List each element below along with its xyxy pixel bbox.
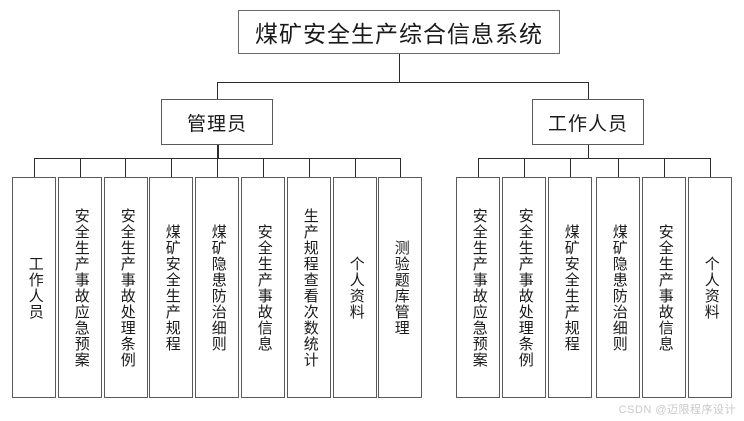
leaf-admin-1-label: 工作人员 xyxy=(26,255,43,320)
leaf-admin-5: 煤矿隐患防治细则 xyxy=(195,177,239,398)
connector-admin-leaf-5 xyxy=(217,158,218,177)
connector-worker-leaf-6 xyxy=(710,158,711,177)
connector-admin-leaf-2 xyxy=(80,158,81,177)
leaf-worker-4-label: 煤矿隐患防治细则 xyxy=(610,223,627,352)
leaf-worker-2-label: 安全生产事故处理条例 xyxy=(516,207,533,368)
connector-worker-stem xyxy=(588,145,589,158)
node-worker-label: 工作人员 xyxy=(547,113,628,135)
connector-admin-leaf-8 xyxy=(355,158,356,177)
leaf-admin-5-label: 煤矿隐患防治细则 xyxy=(209,223,226,352)
leaf-admin-4: 煤矿安全生产规程 xyxy=(149,177,193,398)
leaf-admin-7: 生产规程查看次数统计 xyxy=(287,177,331,398)
leaf-admin-4-label: 煤矿安全生产规程 xyxy=(163,223,180,352)
node-worker: 工作人员 xyxy=(532,99,644,145)
node-root-label: 煤矿安全生产综合信息系统 xyxy=(255,22,543,47)
leaf-admin-6-label: 安全生产事故信息 xyxy=(255,223,272,352)
leaf-worker-6-label: 个人资料 xyxy=(702,255,719,320)
connector-admin-leaf-6 xyxy=(263,158,264,177)
leaf-worker-3-label: 煤矿安全生产规程 xyxy=(562,223,579,352)
connector-worker-leaf-2 xyxy=(524,158,525,177)
leaf-admin-3: 安全生产事故处理条例 xyxy=(104,177,148,398)
node-root-system: 煤矿安全生产综合信息系统 xyxy=(238,10,560,54)
leaf-worker-5-label: 安全生产事故信息 xyxy=(656,223,673,352)
node-admin-label: 管理员 xyxy=(186,113,247,135)
leaf-admin-8-label: 个人资料 xyxy=(347,255,364,320)
connector-worker-leaf-5 xyxy=(664,158,665,177)
connector-worker-bus xyxy=(478,158,710,159)
leaf-worker-2: 安全生产事故处理条例 xyxy=(502,177,546,398)
leaf-worker-3: 煤矿安全生产规程 xyxy=(548,177,592,398)
leaf-worker-6: 个人资料 xyxy=(688,177,732,398)
leaf-admin-6: 安全生产事故信息 xyxy=(241,177,285,398)
connector-drop-admin xyxy=(217,82,218,99)
connector-level2-bus xyxy=(217,82,588,83)
connector-worker-leaf-4 xyxy=(618,158,619,177)
connector-root-stem xyxy=(399,54,400,82)
connector-admin-leaf-9 xyxy=(400,158,401,177)
connector-drop-worker xyxy=(588,82,589,99)
connector-admin-leaf-3 xyxy=(125,158,126,177)
connector-worker-leaf-3 xyxy=(570,158,571,177)
connector-admin-leaf-1 xyxy=(34,158,35,177)
leaf-admin-2: 安全生产事故应急预案 xyxy=(58,177,102,398)
leaf-admin-7-label: 生产规程查看次数统计 xyxy=(301,207,318,368)
leaf-admin-9: 测验题库管理 xyxy=(378,177,422,398)
leaf-admin-3-label: 安全生产事故处理条例 xyxy=(118,207,135,368)
leaf-admin-1: 工作人员 xyxy=(12,177,56,398)
leaf-worker-4: 煤矿隐患防治细则 xyxy=(596,177,640,398)
connector-admin-leaf-7 xyxy=(309,158,310,177)
connector-admin-stem xyxy=(217,145,219,158)
node-admin: 管理员 xyxy=(161,99,273,145)
connector-worker-leaf-1 xyxy=(478,158,479,177)
leaf-admin-9-label: 测验题库管理 xyxy=(392,239,409,336)
leaf-worker-1-label: 安全生产事故应急预案 xyxy=(470,207,487,368)
leaf-worker-5: 安全生产事故信息 xyxy=(642,177,686,398)
leaf-admin-2-label: 安全生产事故应急预案 xyxy=(72,207,89,368)
leaf-admin-8: 个人资料 xyxy=(333,177,377,398)
connector-admin-leaf-4 xyxy=(171,158,172,177)
leaf-worker-1: 安全生产事故应急预案 xyxy=(456,177,500,398)
watermark: CSDN @迈限程序设计 xyxy=(618,404,736,416)
